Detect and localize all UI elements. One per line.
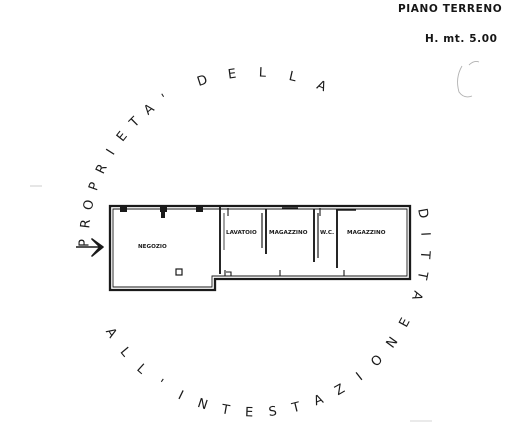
stamp-letter: E <box>245 405 254 420</box>
stamp-letter: E <box>227 67 237 83</box>
stamp-letter: A <box>102 325 119 341</box>
stamp-letter: A <box>314 78 328 95</box>
stamp-letter: R <box>93 162 110 177</box>
room-label-lavatoio: LAVATOIO <box>226 230 257 236</box>
stamp-letter: I <box>104 147 119 158</box>
wall-pier <box>161 211 165 218</box>
stamp-letter: A <box>408 289 425 302</box>
floor-plan: NEGOZIO LAVATOIO MAGAZZINO W.C. MAGAZZIN… <box>76 204 412 292</box>
wall-pier <box>160 206 167 212</box>
stamp-letter: L <box>117 345 134 361</box>
column <box>175 268 183 276</box>
stamp-letter: N <box>384 335 402 352</box>
stamp-letter: D <box>195 73 209 90</box>
room-label-magazzino: MAGAZZINO <box>269 230 308 236</box>
stamp-letter: A <box>141 101 157 118</box>
stamp-letter: L <box>258 66 267 81</box>
stamp-letter: L <box>133 361 149 378</box>
room-label-magazzino: MAGAZZINO <box>347 230 386 236</box>
stamp-letter: O <box>81 198 98 211</box>
stamp-letter: T <box>417 249 433 259</box>
stamp-letter: I <box>417 232 432 237</box>
stamp-letter: P <box>86 180 103 193</box>
stamp-letter: T <box>219 402 230 418</box>
stamp-letter: D <box>414 207 431 219</box>
stamp-letter: P <box>78 239 93 247</box>
outer-wall-inner-face <box>112 208 408 288</box>
stamp-letter: T <box>289 400 301 417</box>
stamp-letter: T <box>414 269 430 281</box>
stamp-letter: E <box>397 316 414 330</box>
outer-wall <box>108 204 412 292</box>
stamp-letter: I <box>175 388 185 403</box>
wall-pier <box>196 206 203 212</box>
wall-pier <box>120 206 127 212</box>
window-opening <box>282 207 356 211</box>
stamp-letter: E <box>114 129 131 145</box>
room-label-negozio: NEGOZIO <box>138 244 167 250</box>
entrance-arrow-icon <box>76 238 104 257</box>
pencil-mark <box>457 60 480 98</box>
door-marker <box>224 270 232 276</box>
room-label-wc: W.C. <box>320 230 334 236</box>
stamp-letter: T <box>126 114 143 131</box>
stamp-letter: ' <box>159 91 170 106</box>
stamp-letter: R <box>78 219 94 230</box>
stamp-letter: I <box>354 370 366 384</box>
height-note: H. mt. 5.00 <box>425 33 498 45</box>
stamp-letter: A <box>312 392 326 409</box>
stamp-letter: Z <box>332 381 347 398</box>
floor-title: PIANO TERRENO <box>398 3 503 15</box>
stamp-letter: N <box>196 396 210 413</box>
stamp-letter: L <box>287 69 298 85</box>
stamp-letter: ' <box>154 377 165 391</box>
stamp-letter: S <box>268 404 278 420</box>
stamp-letter: O <box>368 352 386 370</box>
